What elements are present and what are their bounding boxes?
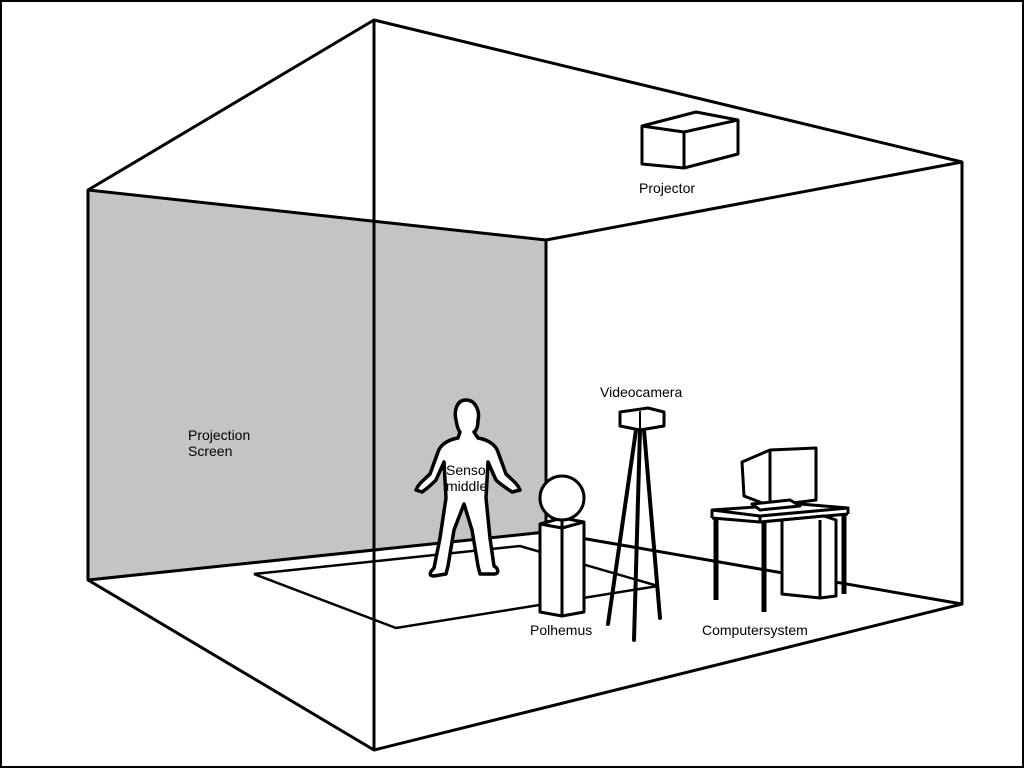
computer-monitor [740, 446, 818, 512]
polhemus-sphere [538, 474, 586, 522]
sensor-middle-label-line1: Sensor [446, 462, 491, 478]
computersystem-label: Computersystem [702, 622, 808, 638]
videocamera-label: Videocamera [600, 384, 683, 400]
videocamera-tripod [606, 406, 666, 642]
floor-tracking-area [253, 544, 659, 630]
computer-tower [780, 514, 838, 600]
projection-screen-label-line1: Projection [188, 427, 251, 443]
sensor-middle-label-line2: middle [446, 478, 488, 494]
sensor-middle-label: Sensor middle [446, 462, 490, 494]
polhemus-label: Polhemus [530, 622, 593, 638]
room-edges [86, 18, 964, 752]
projector-label: Projector [639, 180, 696, 196]
person-silhouette [414, 398, 522, 578]
projector-icon [640, 110, 740, 170]
polhemus-pillar [538, 474, 586, 618]
projection-screen-label-line2: Screen [188, 443, 233, 459]
projection-screen-label: Projection Screen [188, 427, 250, 459]
